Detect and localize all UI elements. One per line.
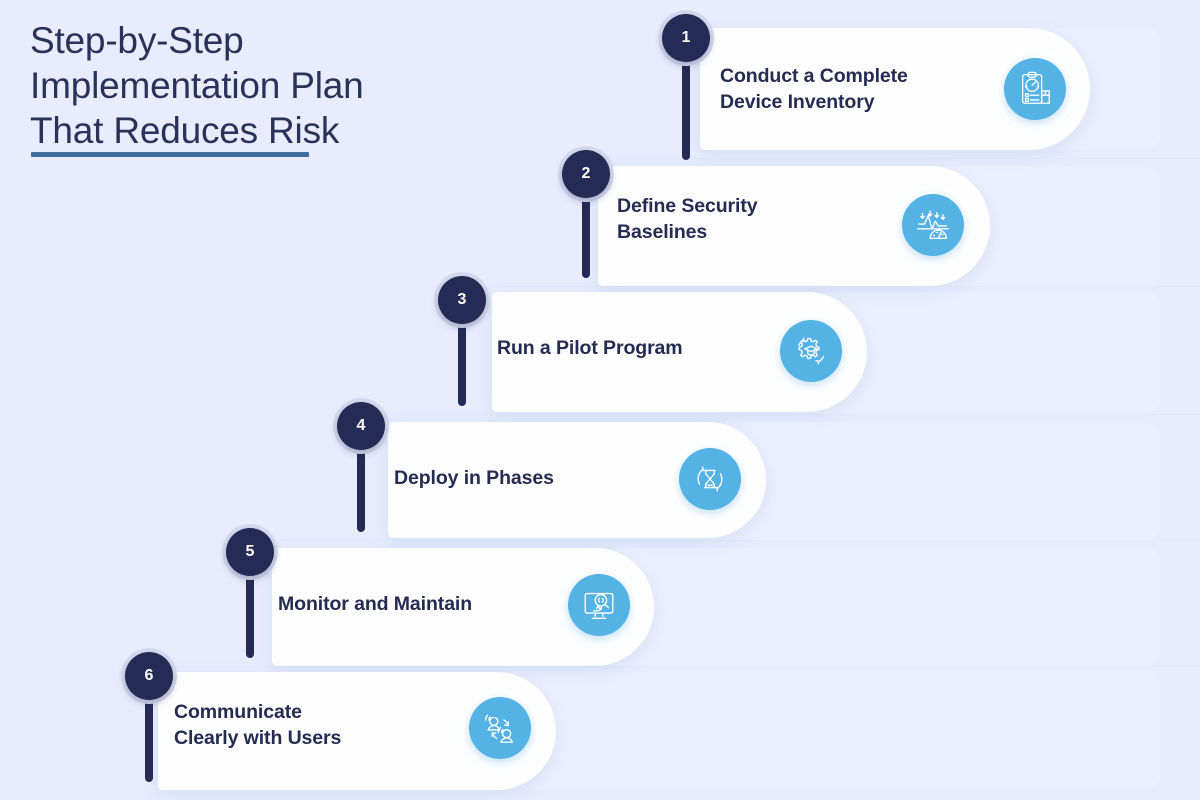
step-connector-line <box>357 432 365 532</box>
step-number: 1 <box>681 29 691 46</box>
step-badge[interactable]: 2 <box>562 150 610 198</box>
page-title: Step-by-Step Implementation Plan That Re… <box>30 18 510 153</box>
step-number: 4 <box>356 417 366 434</box>
step-label: Define Security Baselines <box>617 195 758 243</box>
step-badge[interactable]: 6 <box>125 652 173 700</box>
step-label: Deploy in Phases <box>394 467 554 489</box>
step-badge[interactable]: 1 <box>662 14 710 62</box>
gear-graduation-cap-icon <box>780 320 842 382</box>
step-connector-line <box>582 180 590 278</box>
clipboard-inventory-icon <box>1004 58 1066 120</box>
page-title-underline <box>31 152 309 157</box>
step-badge[interactable]: 5 <box>226 528 274 576</box>
step-number: 5 <box>245 543 255 560</box>
page-title-line-2: Implementation Plan <box>30 65 364 106</box>
step-label: Monitor and Maintain <box>278 593 473 615</box>
step-connector-line <box>246 558 254 658</box>
step-number: 2 <box>581 165 591 182</box>
page-title-line-3: That Reduces Risk <box>30 110 340 151</box>
background-divider <box>460 286 1200 287</box>
background-divider <box>350 414 1200 415</box>
page-title-line-1: Step-by-Step <box>30 20 244 61</box>
step-badge[interactable]: 4 <box>337 402 385 450</box>
monitor-wrench-icon <box>568 574 630 636</box>
step-label: Communicate Clearly with Users <box>174 701 342 749</box>
step-number: 6 <box>144 667 154 684</box>
gauge-analytics-icon <box>902 194 964 256</box>
step-connector-line <box>145 682 153 782</box>
step-connector-line <box>682 44 690 160</box>
hourglass-refresh-icon <box>679 448 741 510</box>
step-label: Run a Pilot Program <box>497 337 683 359</box>
step-badge[interactable]: 3 <box>438 276 486 324</box>
step-number: 3 <box>457 291 467 308</box>
background-divider <box>130 666 1200 667</box>
step-label: Conduct a Complete Device Inventory <box>720 65 908 113</box>
background-divider <box>240 540 1200 541</box>
background-divider <box>560 158 1200 159</box>
step-connector-line <box>458 306 466 406</box>
people-communication-icon <box>469 697 531 759</box>
